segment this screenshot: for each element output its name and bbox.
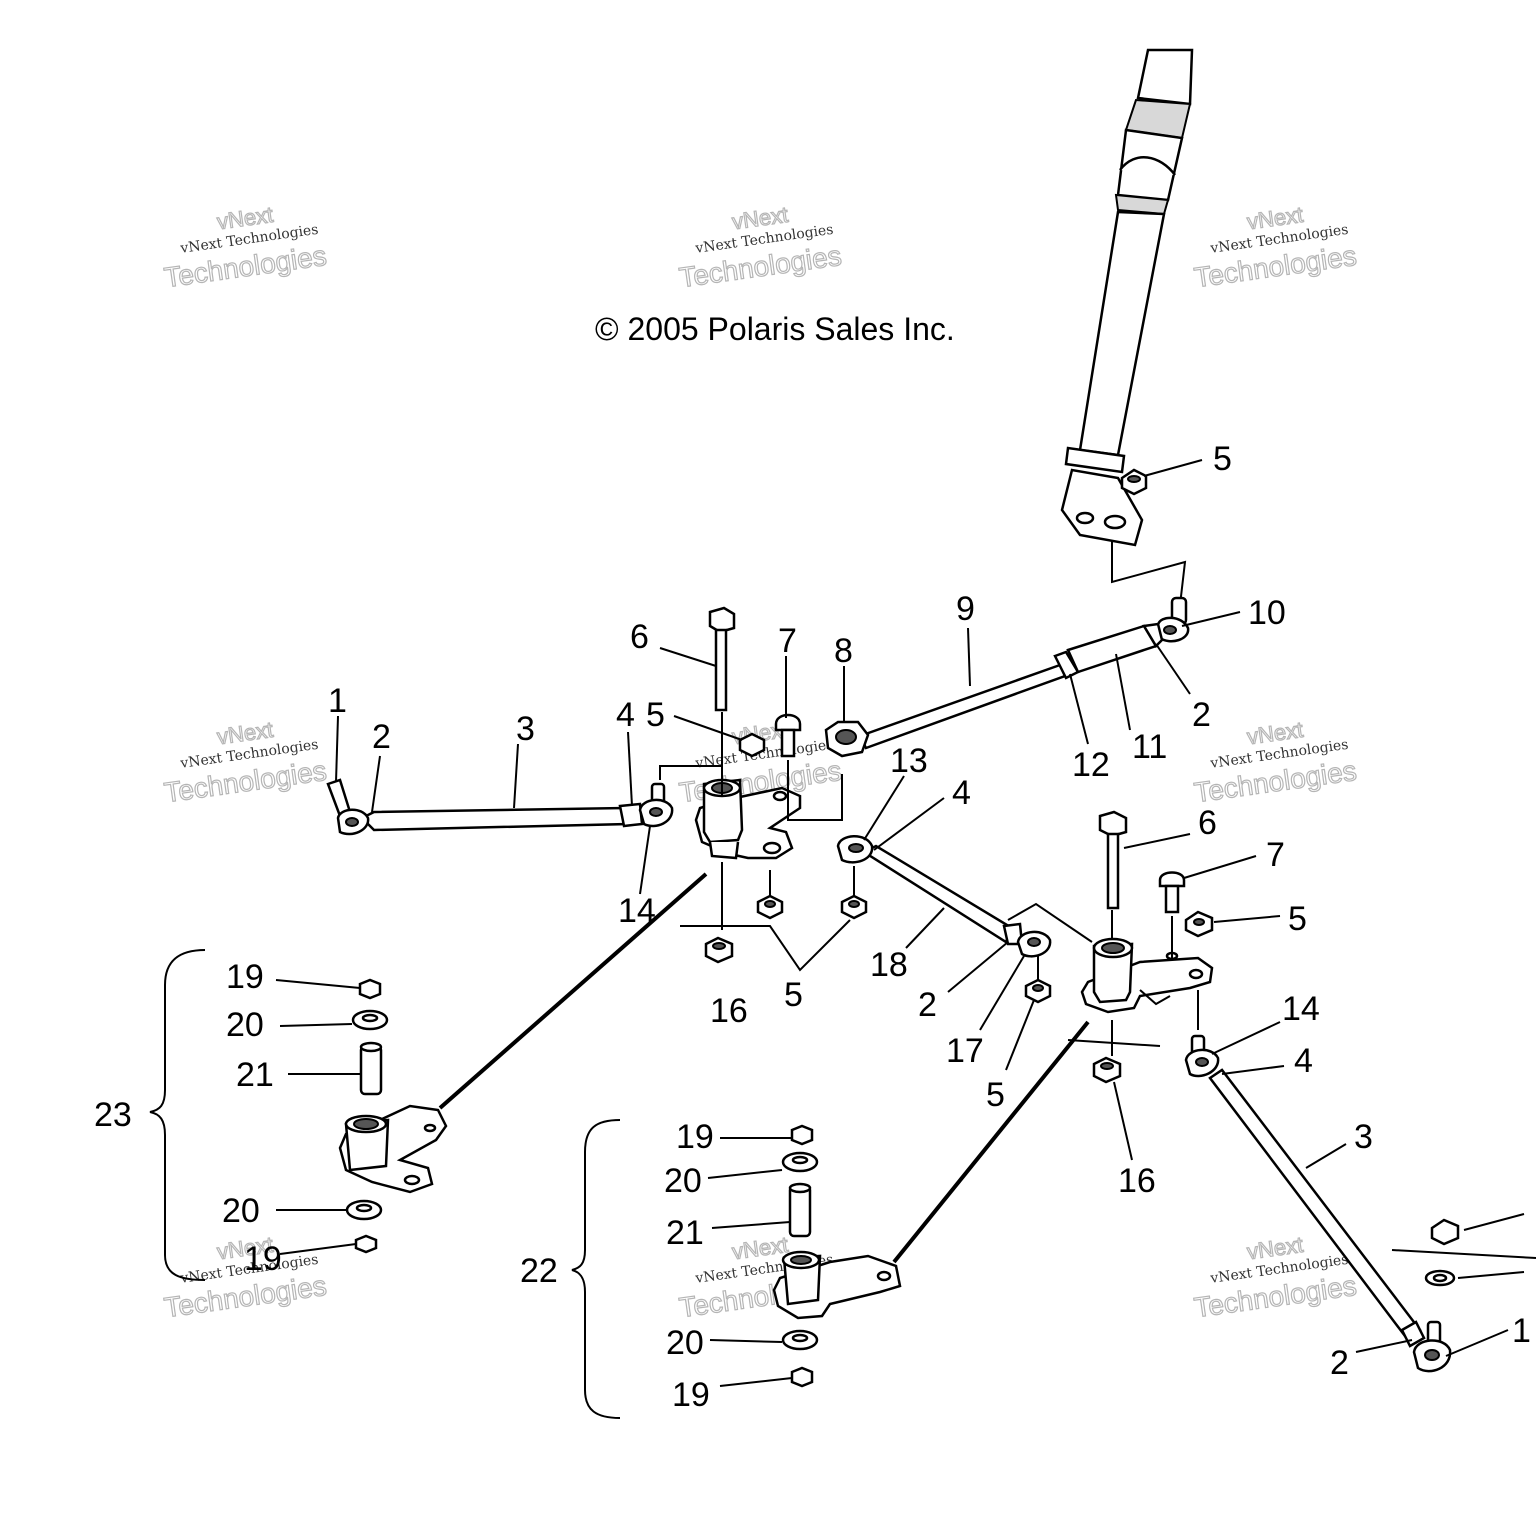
nut-16-left: [704, 936, 734, 964]
washer-20-c: [781, 1151, 819, 1173]
tie-rod-end-1-left: [326, 778, 370, 836]
nut-5-under-left-a: [756, 894, 784, 920]
callout-19: 19: [672, 1376, 710, 1414]
callout-9: 9: [956, 590, 975, 628]
callout-20: 20: [666, 1324, 704, 1362]
nut-5-right: [1184, 910, 1214, 938]
link-rod-18: [861, 844, 1024, 946]
callout-7: 7: [1266, 836, 1285, 874]
callout-5: 5: [1213, 440, 1232, 478]
callout-19: 19: [244, 1240, 282, 1278]
nut-19-a: [358, 978, 382, 1000]
callout-19: 19: [676, 1118, 714, 1156]
callout-2: 2: [372, 718, 391, 756]
callout-22: 22: [520, 1252, 558, 1290]
callout-6: 6: [630, 618, 649, 656]
callout-3: 3: [516, 710, 535, 748]
nut-5-left-top: [738, 732, 766, 758]
assembly-leader-22: [892, 1020, 1090, 1264]
callout-16: 16: [1118, 1162, 1156, 1200]
assembly-lines: [659, 712, 1536, 1259]
bolt-6-left: [708, 606, 736, 712]
callout-4: 4: [616, 696, 635, 734]
callout-16: 16: [710, 992, 748, 1030]
callout-2: 2: [918, 986, 937, 1024]
arm-plate-23: [338, 1104, 448, 1194]
callout-4: 4: [1294, 1042, 1313, 1080]
callout-3: 3: [1354, 1118, 1373, 1156]
callout-21: 21: [236, 1056, 274, 1094]
nut-16-right: [1092, 1056, 1122, 1084]
pivot-bracket-right: [1080, 937, 1214, 1014]
sub-assembly-22: [571, 1119, 902, 1419]
sub-assembly-23: [149, 949, 448, 1281]
callout-7: 7: [778, 622, 797, 660]
nut-5-column: [1120, 468, 1148, 496]
callout-14: 14: [1282, 990, 1320, 1028]
ball-joint-14-left: [638, 782, 674, 828]
nut-5-under-link: [1024, 978, 1052, 1004]
assembly-leader-23: [438, 872, 708, 1110]
callout-11: 11: [1132, 728, 1167, 766]
screw-7-right: [1158, 871, 1186, 914]
nut-partial-right: [1430, 1218, 1460, 1246]
sleeve-21-a: [359, 1041, 383, 1096]
callout-21: 21: [666, 1214, 704, 1252]
callout-19: 19: [226, 958, 264, 996]
sleeve-21-b: [788, 1182, 812, 1238]
callout-10: 10: [1248, 594, 1286, 632]
callout-5: 5: [986, 1076, 1005, 1114]
callout-2: 2: [1192, 696, 1211, 734]
callout-13: 13: [890, 742, 928, 780]
callout-14: 14: [618, 892, 656, 930]
callout-leaders: [275, 459, 1525, 1387]
callout-20: 20: [226, 1006, 264, 1044]
tie-rod-end-10: [1156, 596, 1190, 643]
callout-17: 17: [946, 1032, 984, 1070]
callout-numbers: 5 10 2 11 12 9 8 7 6 5 4 3 2 1 14 13 4 1…: [94, 440, 1531, 1414]
callout-23: 23: [94, 1096, 132, 1134]
ball-joint-14-right: [1184, 1034, 1220, 1078]
steering-column: [1060, 48, 1194, 547]
callout-5: 5: [784, 976, 803, 1014]
rod-end-17: [1016, 930, 1052, 958]
tie-rod-end-1-right: [1412, 1320, 1452, 1373]
callout-20: 20: [222, 1192, 260, 1230]
callout-4: 4: [952, 774, 971, 812]
callout-1: 1: [328, 682, 347, 720]
rod-end-13: [836, 835, 874, 864]
callout-20: 20: [664, 1162, 702, 1200]
screw-7-left: [774, 713, 802, 758]
nut-19-c: [790, 1124, 814, 1146]
washer-20-a: [351, 1009, 389, 1031]
washer-20-d: [781, 1329, 819, 1351]
washer-20-b: [345, 1199, 383, 1221]
bracket-brace-23: [149, 949, 206, 1281]
callout-12: 12: [1072, 746, 1110, 784]
tie-rod-3-left: [359, 802, 644, 832]
nut-19-d: [790, 1366, 814, 1388]
callout-2: 2: [1330, 1344, 1349, 1382]
callout-18: 18: [870, 946, 908, 984]
copyright-text: © 2005 Polaris Sales Inc.: [595, 311, 955, 347]
column-break-line: [1111, 540, 1187, 606]
bushing-8: [824, 720, 870, 758]
nut-5-under-left-b: [840, 894, 868, 920]
bolt-6-right: [1098, 810, 1128, 910]
callout-5: 5: [1288, 900, 1307, 938]
nut-19-b: [354, 1234, 378, 1254]
callout-5: 5: [646, 696, 665, 734]
callout-8: 8: [834, 632, 853, 670]
arm-plate-22: [772, 1250, 902, 1320]
tie-rod-9: [858, 622, 1164, 750]
pivot-bracket-left: [694, 778, 802, 860]
bracket-brace-22: [571, 1119, 621, 1419]
callout-6: 6: [1198, 804, 1217, 842]
callout-1: 1: [1512, 1312, 1531, 1350]
washer-partial-right: [1424, 1269, 1456, 1287]
